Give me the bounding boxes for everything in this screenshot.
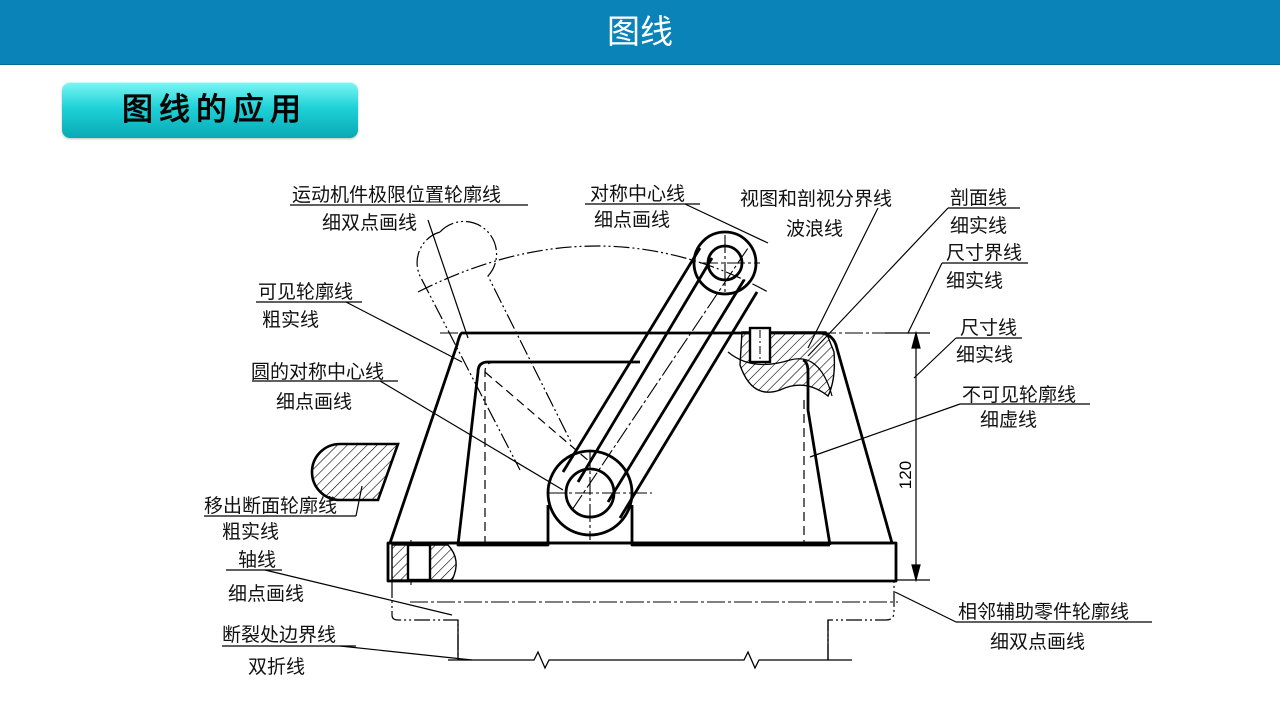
label-axis-type: 细点画线 [228,583,305,605]
label-dimension-line-name: 尺寸线 [960,317,1018,339]
dimension-value: 120 [896,461,915,489]
section-title: 图线的应用 [122,92,307,128]
label-view-section-type: 波浪线 [786,218,844,240]
label-symmetry-center-type: 细点画线 [594,209,671,231]
label-extreme-position-name: 运动机件极限位置轮廓线 [292,184,502,206]
label-visible-outline-name: 可见轮廓线 [258,281,354,303]
local-section [727,326,836,398]
label-hidden-outline-type: 细虚线 [980,409,1038,431]
foot-section [391,543,457,582]
label-adjacent-part-type: 细双点画线 [990,631,1086,653]
phantom-lines [391,220,895,660]
label-circle-center-type: 细点画线 [276,391,353,413]
label-break-boundary-name: 断裂处边界线 [222,624,337,646]
label-dimension-line-type: 细实线 [956,344,1014,366]
page-title: 图线 [607,12,673,51]
label-visible-outline-type: 粗实线 [262,309,320,331]
label-extension-type: 细实线 [946,270,1004,292]
label-hatching-type: 细实线 [950,215,1008,237]
removed-section [310,442,400,502]
label-view-section-name: 视图和剖视分界线 [740,188,893,210]
break-line [448,620,852,670]
label-symmetry-center-name: 对称中心线 [590,183,686,205]
label-circle-center-name: 圆的对称中心线 [251,361,385,383]
label-hatching-name: 剖面线 [950,187,1008,209]
label-axis-name: 轴线 [238,549,277,571]
section-tab[interactable]: 图线的应用 [62,82,358,138]
label-extreme-position-type: 细双点画线 [322,212,418,234]
dimension-120 [885,330,930,583]
leader-lines [204,203,1152,661]
label-hidden-outline-name: 不可见轮廓线 [962,384,1077,406]
header-bar: 图线 [0,0,1280,64]
label-extension-name: 尺寸界线 [946,242,1023,264]
label-break-boundary-type: 双折线 [248,656,306,678]
label-removed-section-type: 粗实线 [222,521,280,543]
label-adjacent-part-name: 相邻辅助零件轮廓线 [958,601,1130,623]
label-removed-section-name: 移出断面轮廓线 [204,495,338,517]
